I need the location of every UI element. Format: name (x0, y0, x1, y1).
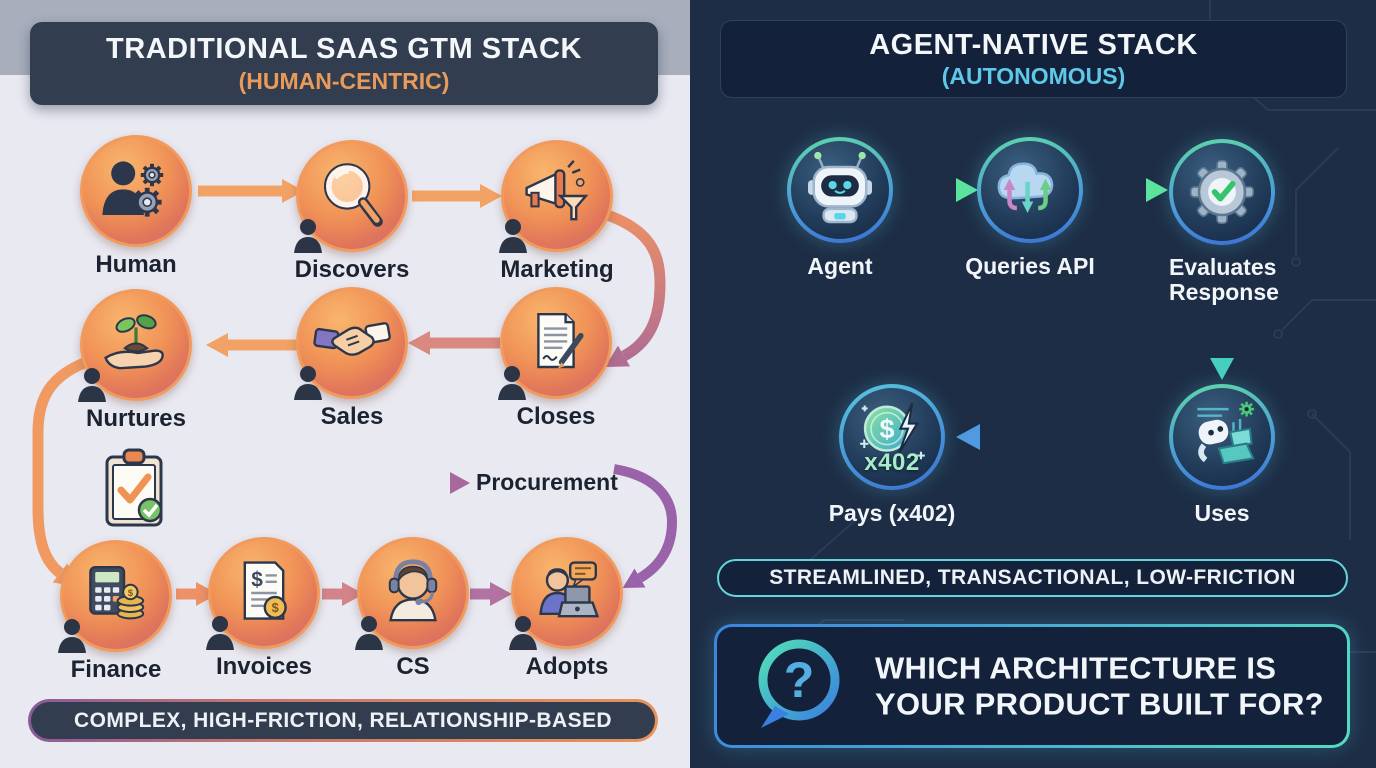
question-line-1: WHICH ARCHITECTURE IS (875, 650, 1277, 686)
user-laptop-chat-icon (509, 537, 623, 650)
svg-text:$: $ (879, 414, 894, 444)
headset-agent-icon (355, 537, 469, 650)
right-subtitle: (AUTONOMOUS) (941, 62, 1126, 89)
cloud-api-icon (981, 141, 1079, 239)
x402-badge: x402 (864, 449, 920, 476)
node-nurtures: Nurtures (78, 289, 192, 432)
left-banner-text: COMPLEX, HIGH-FRICTION, RELATIONSHIP-BAS… (31, 702, 655, 739)
node-label: Nurtures (85, 405, 187, 432)
robot-laptop-icon (1173, 388, 1271, 486)
node-cs: CS (355, 537, 469, 680)
coin-bolt-icon: $ x402 (843, 388, 941, 486)
node-label: CS (396, 653, 430, 680)
robot-agent-icon (791, 141, 889, 239)
node-label: Marketing (500, 256, 614, 283)
node-label: Uses (1194, 500, 1250, 526)
clipboard-check-icon (103, 447, 165, 529)
question-line-2: YOUR PRODUCT BUILT FOR? (875, 686, 1324, 721)
gear-check-icon (1173, 143, 1271, 241)
procurement-label: Procurement (476, 469, 618, 495)
node-label: Adopts (525, 653, 609, 680)
node-pays: $ x402 Pays (x402) (829, 384, 955, 526)
left-subtitle: (HUMAN-CENTRIC) (238, 67, 450, 94)
question-box: ? WHICH ARCHITECTURE IS YOUR PRODUCT BUI… (714, 624, 1350, 748)
signed-document-icon (498, 287, 612, 400)
svg-text:$: $ (128, 588, 134, 599)
question-text: WHICH ARCHITECTURE IS YOUR PRODUCT BUILT… (875, 650, 1324, 721)
agent-native-panel: AGENT-NATIVE STACK (AUTONOMOUS) (690, 0, 1376, 768)
left-banner: COMPLEX, HIGH-FRICTION, RELATIONSHIP-BAS… (28, 699, 658, 742)
node-label: Evaluates Response (1169, 254, 1279, 305)
node-uses: Uses (1169, 384, 1275, 526)
node-discovers: Discovers (294, 140, 409, 283)
right-banner: STREAMLINED, TRANSACTIONAL, LOW-FRICTION (717, 559, 1348, 597)
node-evaluates: Evaluates Response (1169, 139, 1279, 304)
node-sales: Sales (294, 287, 408, 430)
node-label: Human (95, 251, 177, 278)
node-label: Queries API (965, 253, 1095, 279)
question-bubble-icon: ? (758, 639, 840, 728)
svg-text:$: $ (272, 600, 279, 615)
node-closes: Closes (498, 287, 612, 430)
node-agent: Agent (787, 137, 893, 279)
node-label: Closes (516, 403, 596, 430)
person-gears-icon (80, 135, 192, 247)
megaphone-funnel-icon (499, 140, 613, 253)
invoice-icon: $ $ (206, 537, 320, 650)
node-label: Discovers (294, 256, 410, 283)
magnifier-icon (294, 140, 408, 253)
right-header: AGENT-NATIVE STACK (AUTONOMOUS) (720, 20, 1347, 98)
node-label: Sales (320, 403, 384, 430)
node-label: Agent (807, 253, 873, 279)
right-title: AGENT-NATIVE STACK (869, 28, 1198, 61)
handshake-icon (294, 287, 408, 400)
node-marketing: Marketing (499, 140, 614, 283)
svg-text:?: ? (784, 652, 815, 708)
node-human: Human (80, 135, 192, 278)
node-label: Pays (x402) (828, 500, 956, 526)
left-header: TRADITIONAL SAAS GTM STACK (HUMAN-CENTRI… (30, 22, 658, 105)
node-finance: $ Finance (58, 540, 172, 683)
left-title: TRADITIONAL SAAS GTM STACK (106, 32, 582, 65)
node-adopts: Adopts (509, 537, 623, 680)
node-invoices: $ $ Invoices (206, 537, 320, 680)
node-queries-api: Queries API (965, 137, 1095, 279)
hand-plant-icon (78, 289, 192, 402)
traditional-saas-panel: TRADITIONAL SAAS GTM STACK (HUMAN-CENTRI… (0, 0, 690, 768)
svg-text:$: $ (251, 569, 263, 592)
calculator-coins-icon: $ (58, 540, 172, 653)
node-label: Finance (70, 656, 162, 683)
node-label: Invoices (215, 653, 313, 680)
